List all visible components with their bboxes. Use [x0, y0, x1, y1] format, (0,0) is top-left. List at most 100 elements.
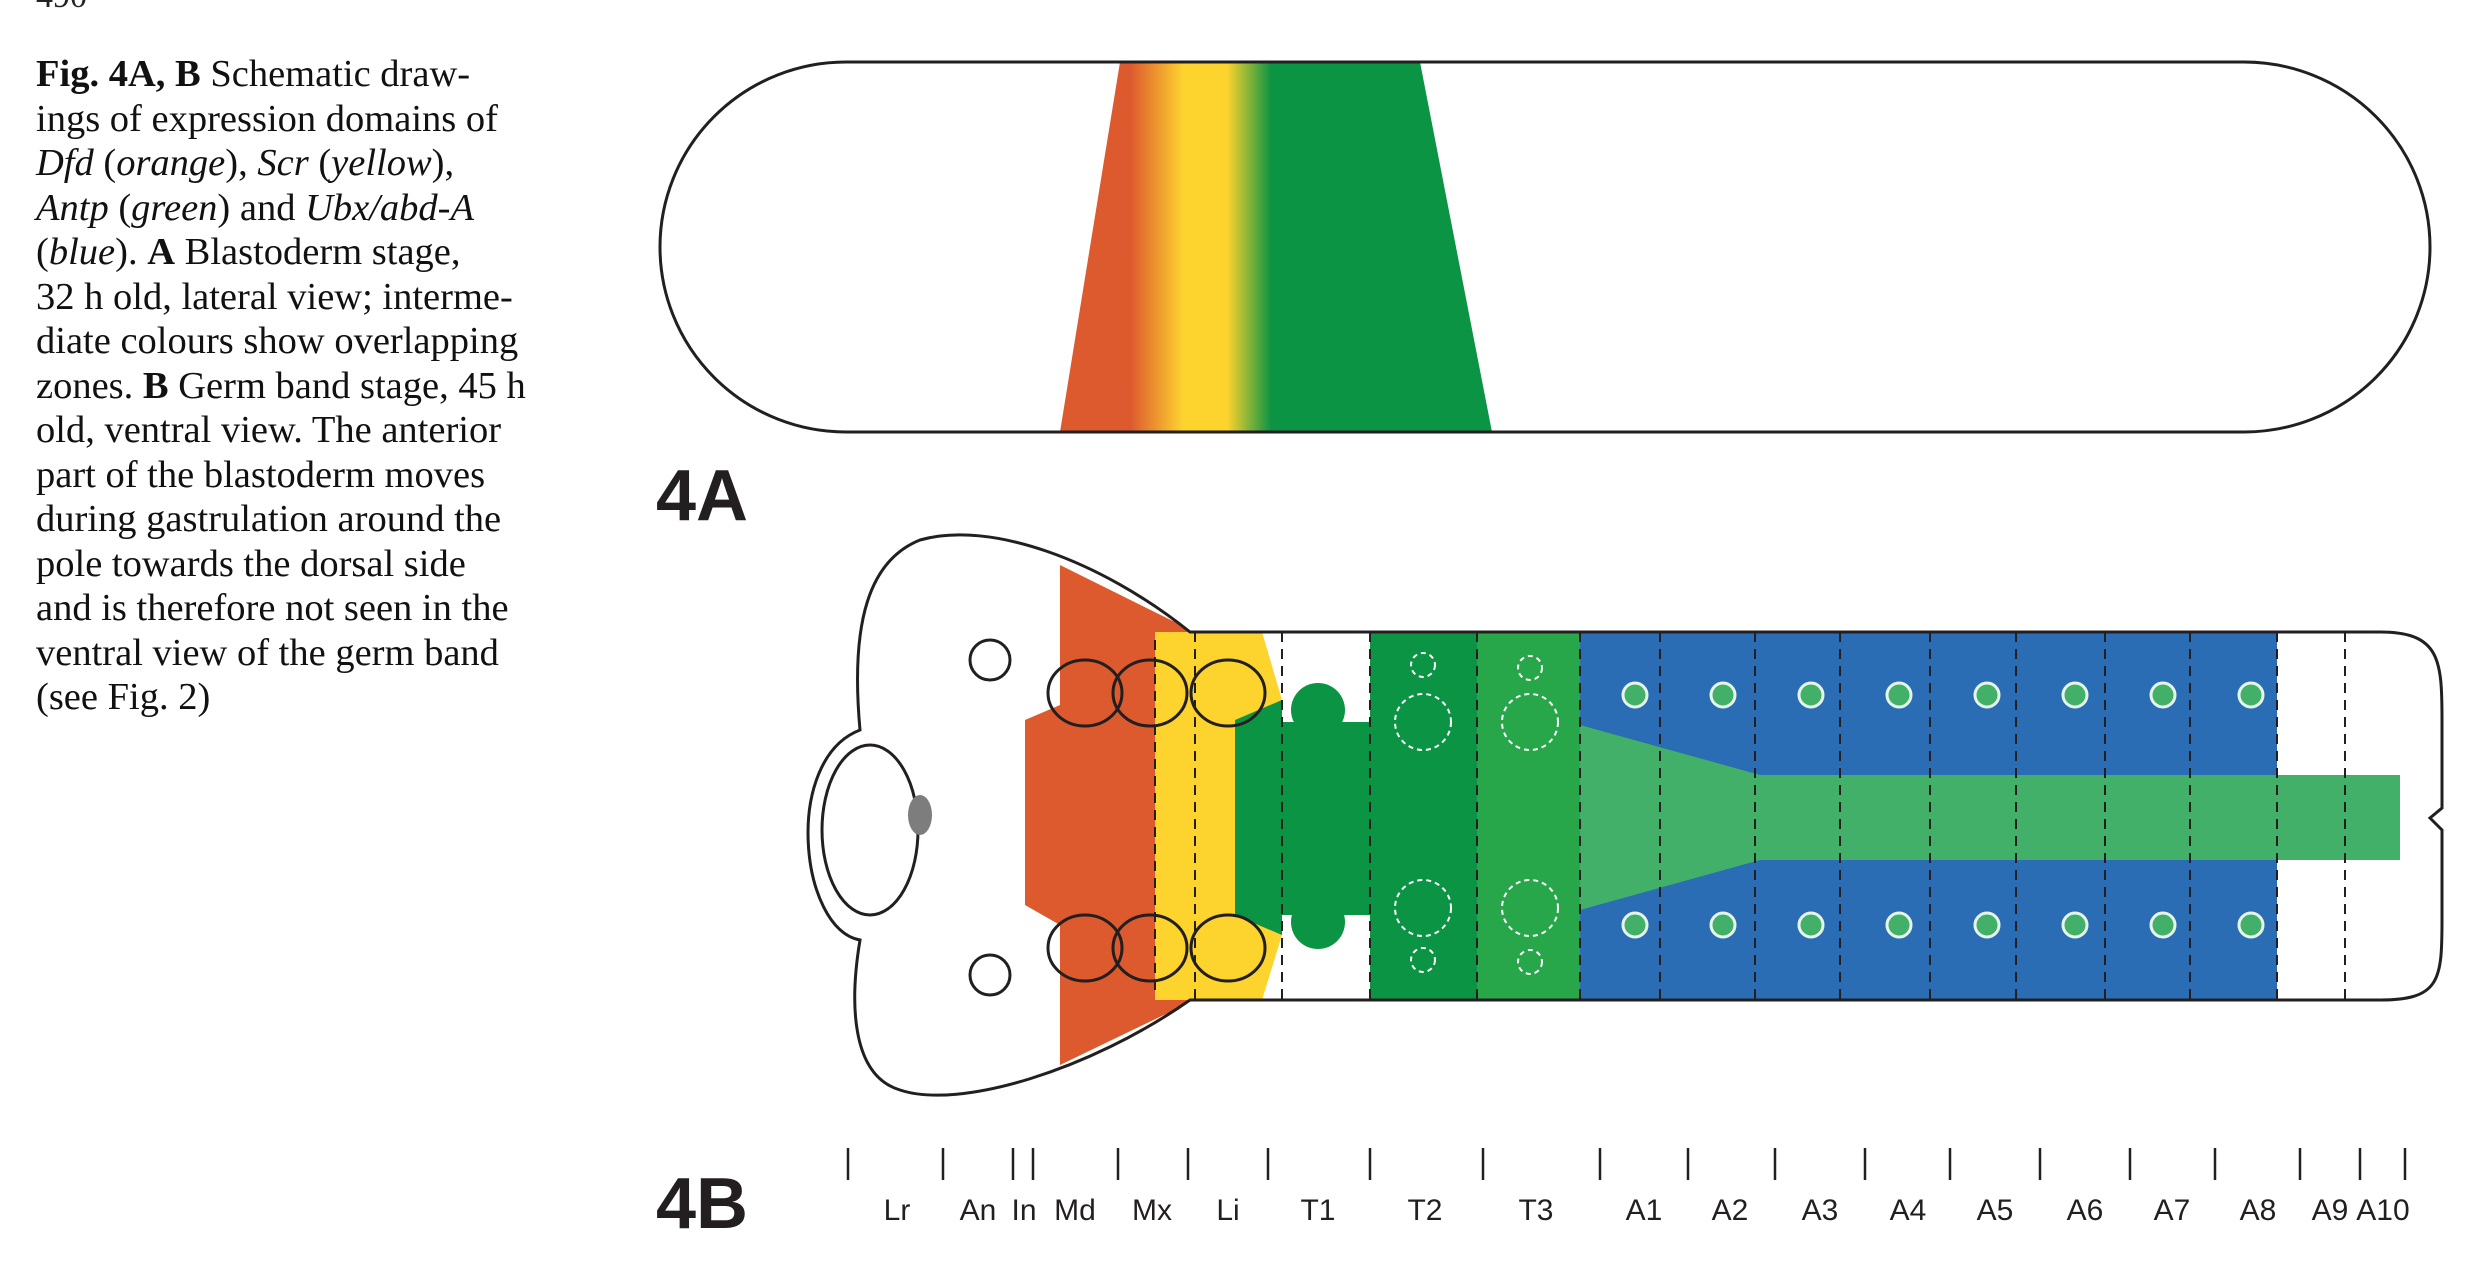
caption-text: during gastrulation around the [36, 498, 502, 540]
abdominal-dot [1973, 911, 2001, 939]
antp-domain [1235, 632, 1385, 1000]
head-appendage [1046, 913, 1124, 983]
caption-text: pole towards the dorsal side [36, 542, 466, 585]
segment-label: Lr [884, 1194, 911, 1227]
caption-text: and is therefore not seen in the [36, 587, 509, 629]
abdominal-dot [2237, 681, 2265, 709]
abdominal-dot [2149, 911, 2177, 939]
caption-text: (see Fig. 2) [36, 676, 211, 718]
caption-text: ventral view of the germ band [36, 631, 499, 674]
antenna [968, 638, 1012, 682]
caption-text: Dfd [36, 142, 94, 184]
caption-line: (see Fig. 2) [36, 675, 616, 720]
caption-text: blue [48, 231, 116, 273]
antp-domain-t2 [1370, 632, 1477, 1000]
segment-label: A6 [2067, 1194, 2104, 1227]
segment-boundaries [1154, 632, 2346, 1000]
segment-label: Mx [1132, 1194, 1172, 1227]
thoracic-limb-outline [1501, 879, 1559, 937]
caption-text: B [142, 364, 169, 407]
segment-label: T3 [1518, 1194, 1553, 1227]
caption-line: Fig. 4A, B Schematic draw- [36, 52, 616, 97]
figure-caption: Fig. 4A, B Schematic draw-ings of expres… [36, 52, 616, 720]
caption-line: part of the blastoderm moves [36, 453, 616, 498]
abdominal-dot [1797, 911, 1825, 939]
abdominal-dot [1797, 681, 1825, 709]
caption-text: yellow [331, 142, 432, 184]
thoracic-limb-outline [1394, 693, 1452, 751]
caption-text: ), [431, 142, 455, 184]
head-appendage [1111, 658, 1189, 728]
scr-gap [1262, 935, 1282, 1000]
caption-line: (blue). A Blastoderm stage, [36, 230, 616, 275]
caption-text: A [147, 231, 176, 273]
caption-line: ings of expression domains of [36, 97, 616, 142]
caption-text: ( [308, 142, 332, 184]
abdominal-dot [1885, 911, 1913, 939]
head-appendage [1111, 913, 1189, 983]
caption-line: pole towards the dorsal side [36, 542, 616, 587]
caption-text: orange [116, 142, 226, 184]
caption-text: Schematic draw- [200, 53, 471, 95]
head-structures [820, 638, 1267, 997]
panel-label-4a: 4A [656, 456, 748, 536]
segment-label: An [960, 1194, 997, 1227]
segment-label: T2 [1407, 1194, 1442, 1227]
antp-domain-t3 [1477, 632, 1580, 1000]
caption-line: 32 h old, lateral view; interme- [36, 275, 616, 320]
caption-text: Ubx/abd-A [305, 186, 475, 229]
cns-midline [1580, 725, 2400, 910]
caption-text: ), [225, 142, 258, 184]
segment-label: A4 [1890, 1194, 1927, 1227]
caption-line: Antp (green) and Ubx/abd-A [36, 186, 616, 231]
scr-domain [1155, 632, 1195, 1000]
germ-band-outline [806, 533, 2444, 1097]
caption-text: zones. [36, 364, 143, 407]
abdominal-dot [2237, 911, 2265, 939]
abdominal-dot [1885, 681, 1913, 709]
blastoderm-outline [658, 60, 2432, 434]
segment-label: A2 [1712, 1194, 1749, 1227]
thoracic-limb-outline [1394, 879, 1452, 937]
caption-text: Scr [257, 142, 309, 184]
caption-text: Germ band stage, 45 h [168, 364, 526, 407]
caption-text: ( [36, 231, 49, 273]
thoracic-limb-outline [1501, 693, 1559, 751]
antenna [968, 953, 1012, 997]
caption-text: 32 h old, lateral view; interme- [36, 275, 513, 318]
caption-text: Antp [36, 186, 109, 229]
antp-limb-bud [1291, 895, 1345, 949]
segment-label: A7 [2154, 1194, 2191, 1227]
abdominal-dot [2061, 911, 2089, 939]
abdominal-dot [1621, 681, 1649, 709]
caption-line: zones. B Germ band stage, 45 h [36, 364, 616, 409]
caption-text: diate colours show overlapping [36, 320, 519, 362]
thoracic-limb-outline [1410, 947, 1436, 973]
caption-text: ) and [217, 186, 306, 229]
segment-label: A8 [2240, 1194, 2277, 1227]
panel-label-4b: 4B [656, 1164, 748, 1244]
thoracic-limb-outline [1410, 652, 1436, 678]
cns-band [1580, 725, 2400, 910]
thoracic-limb-outline [1517, 949, 1543, 975]
segment-label: In [1011, 1194, 1036, 1227]
caption-text: green [131, 186, 218, 229]
segment-label: A9 [2312, 1194, 2349, 1227]
caption-line: during gastrulation around the [36, 497, 616, 542]
appendage-anlagen [1394, 652, 2265, 975]
caption-text: Blastoderm stage, [175, 231, 461, 273]
abdominal-dot [2061, 681, 2089, 709]
dfd-domain [1025, 565, 1195, 1065]
abdominal-dot [1709, 911, 1737, 939]
caption-text: ( [108, 186, 132, 229]
thoracic-limb-outline [1517, 655, 1543, 681]
segment-label: Md [1054, 1194, 1096, 1227]
abdominal-dot [2149, 681, 2177, 709]
scr-gap [1262, 632, 1282, 700]
labrum [820, 743, 920, 917]
caption-text: ( [93, 142, 117, 184]
caption-text: old, ventral view. The anterior [36, 409, 502, 451]
